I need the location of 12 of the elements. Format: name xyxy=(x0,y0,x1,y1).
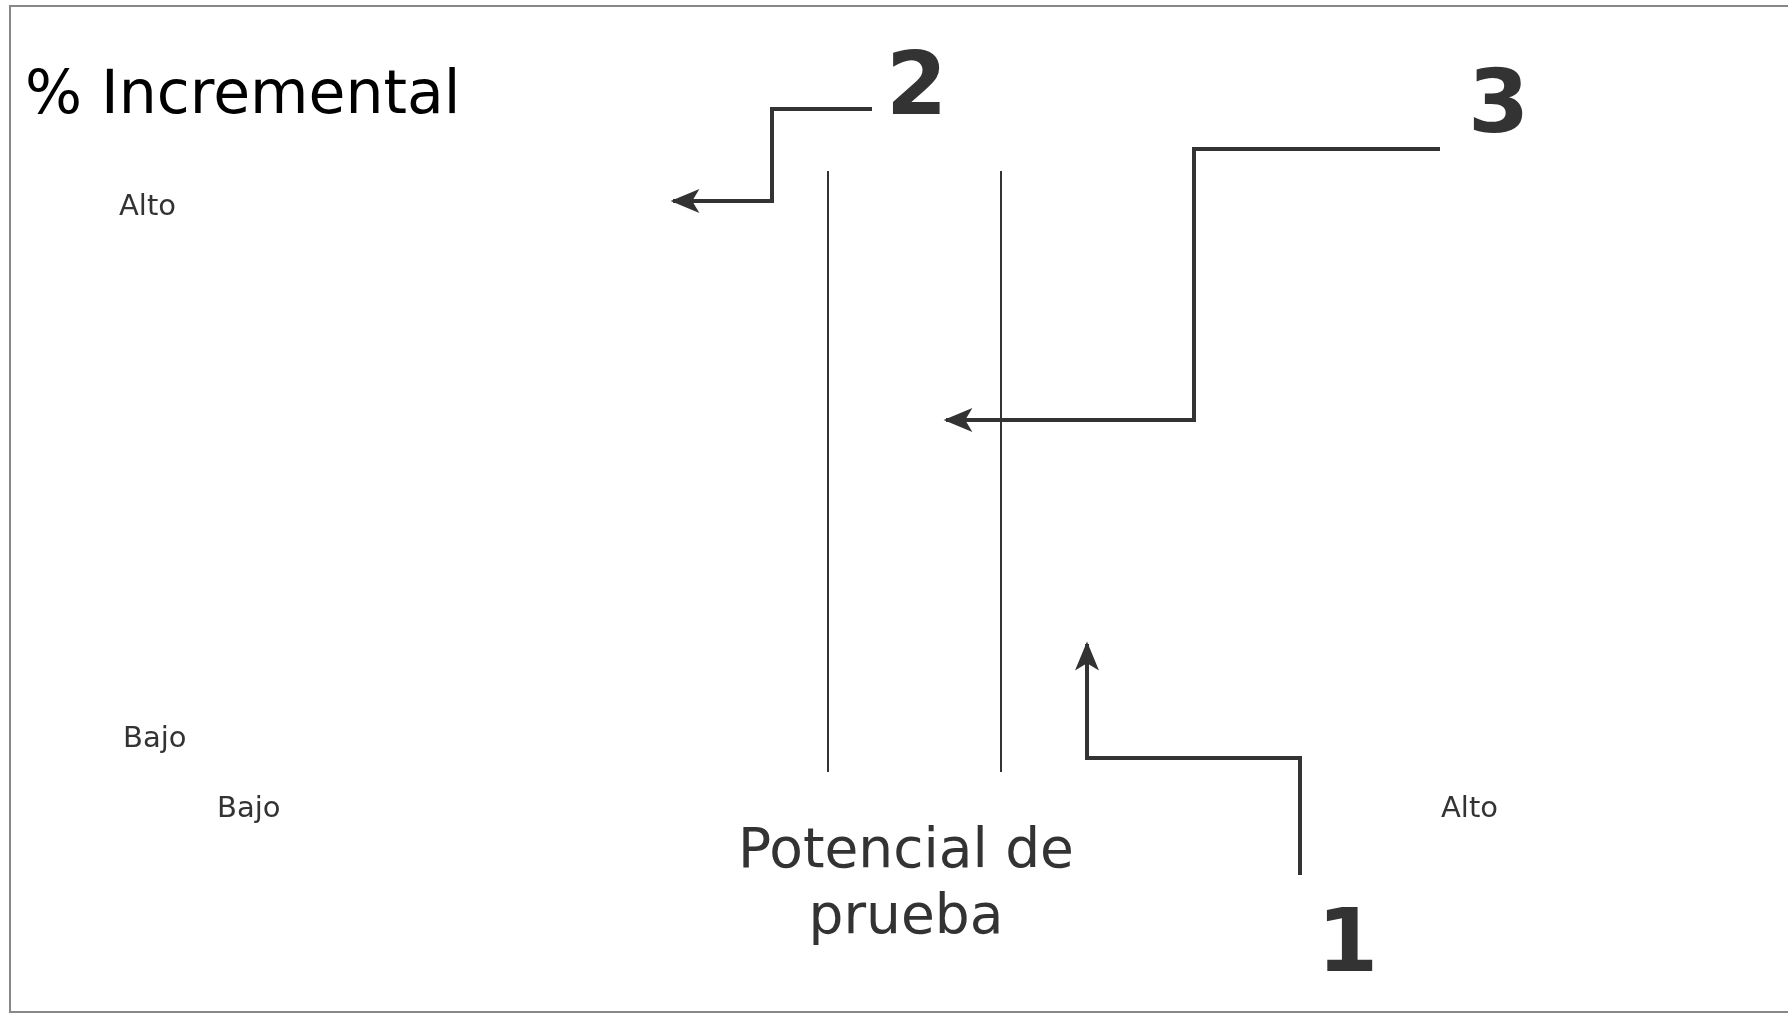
axis-level-label: Bajo xyxy=(123,720,187,755)
callout-number: 3 xyxy=(1440,50,1530,155)
callout-number: 1 xyxy=(1300,875,1379,985)
chart-title: % Incremental xyxy=(25,62,461,122)
axis-level-label: Alto xyxy=(119,188,176,223)
axis-level-label: Alto xyxy=(1441,790,1498,825)
axis-title: Potencial de prueba xyxy=(737,815,1075,947)
leader-arrow xyxy=(1075,641,1302,875)
callout-number: 2 xyxy=(872,40,948,128)
axis-level-label: Bajo xyxy=(217,790,281,825)
leader-arrow xyxy=(943,147,1440,432)
leader-arrow xyxy=(670,107,872,213)
